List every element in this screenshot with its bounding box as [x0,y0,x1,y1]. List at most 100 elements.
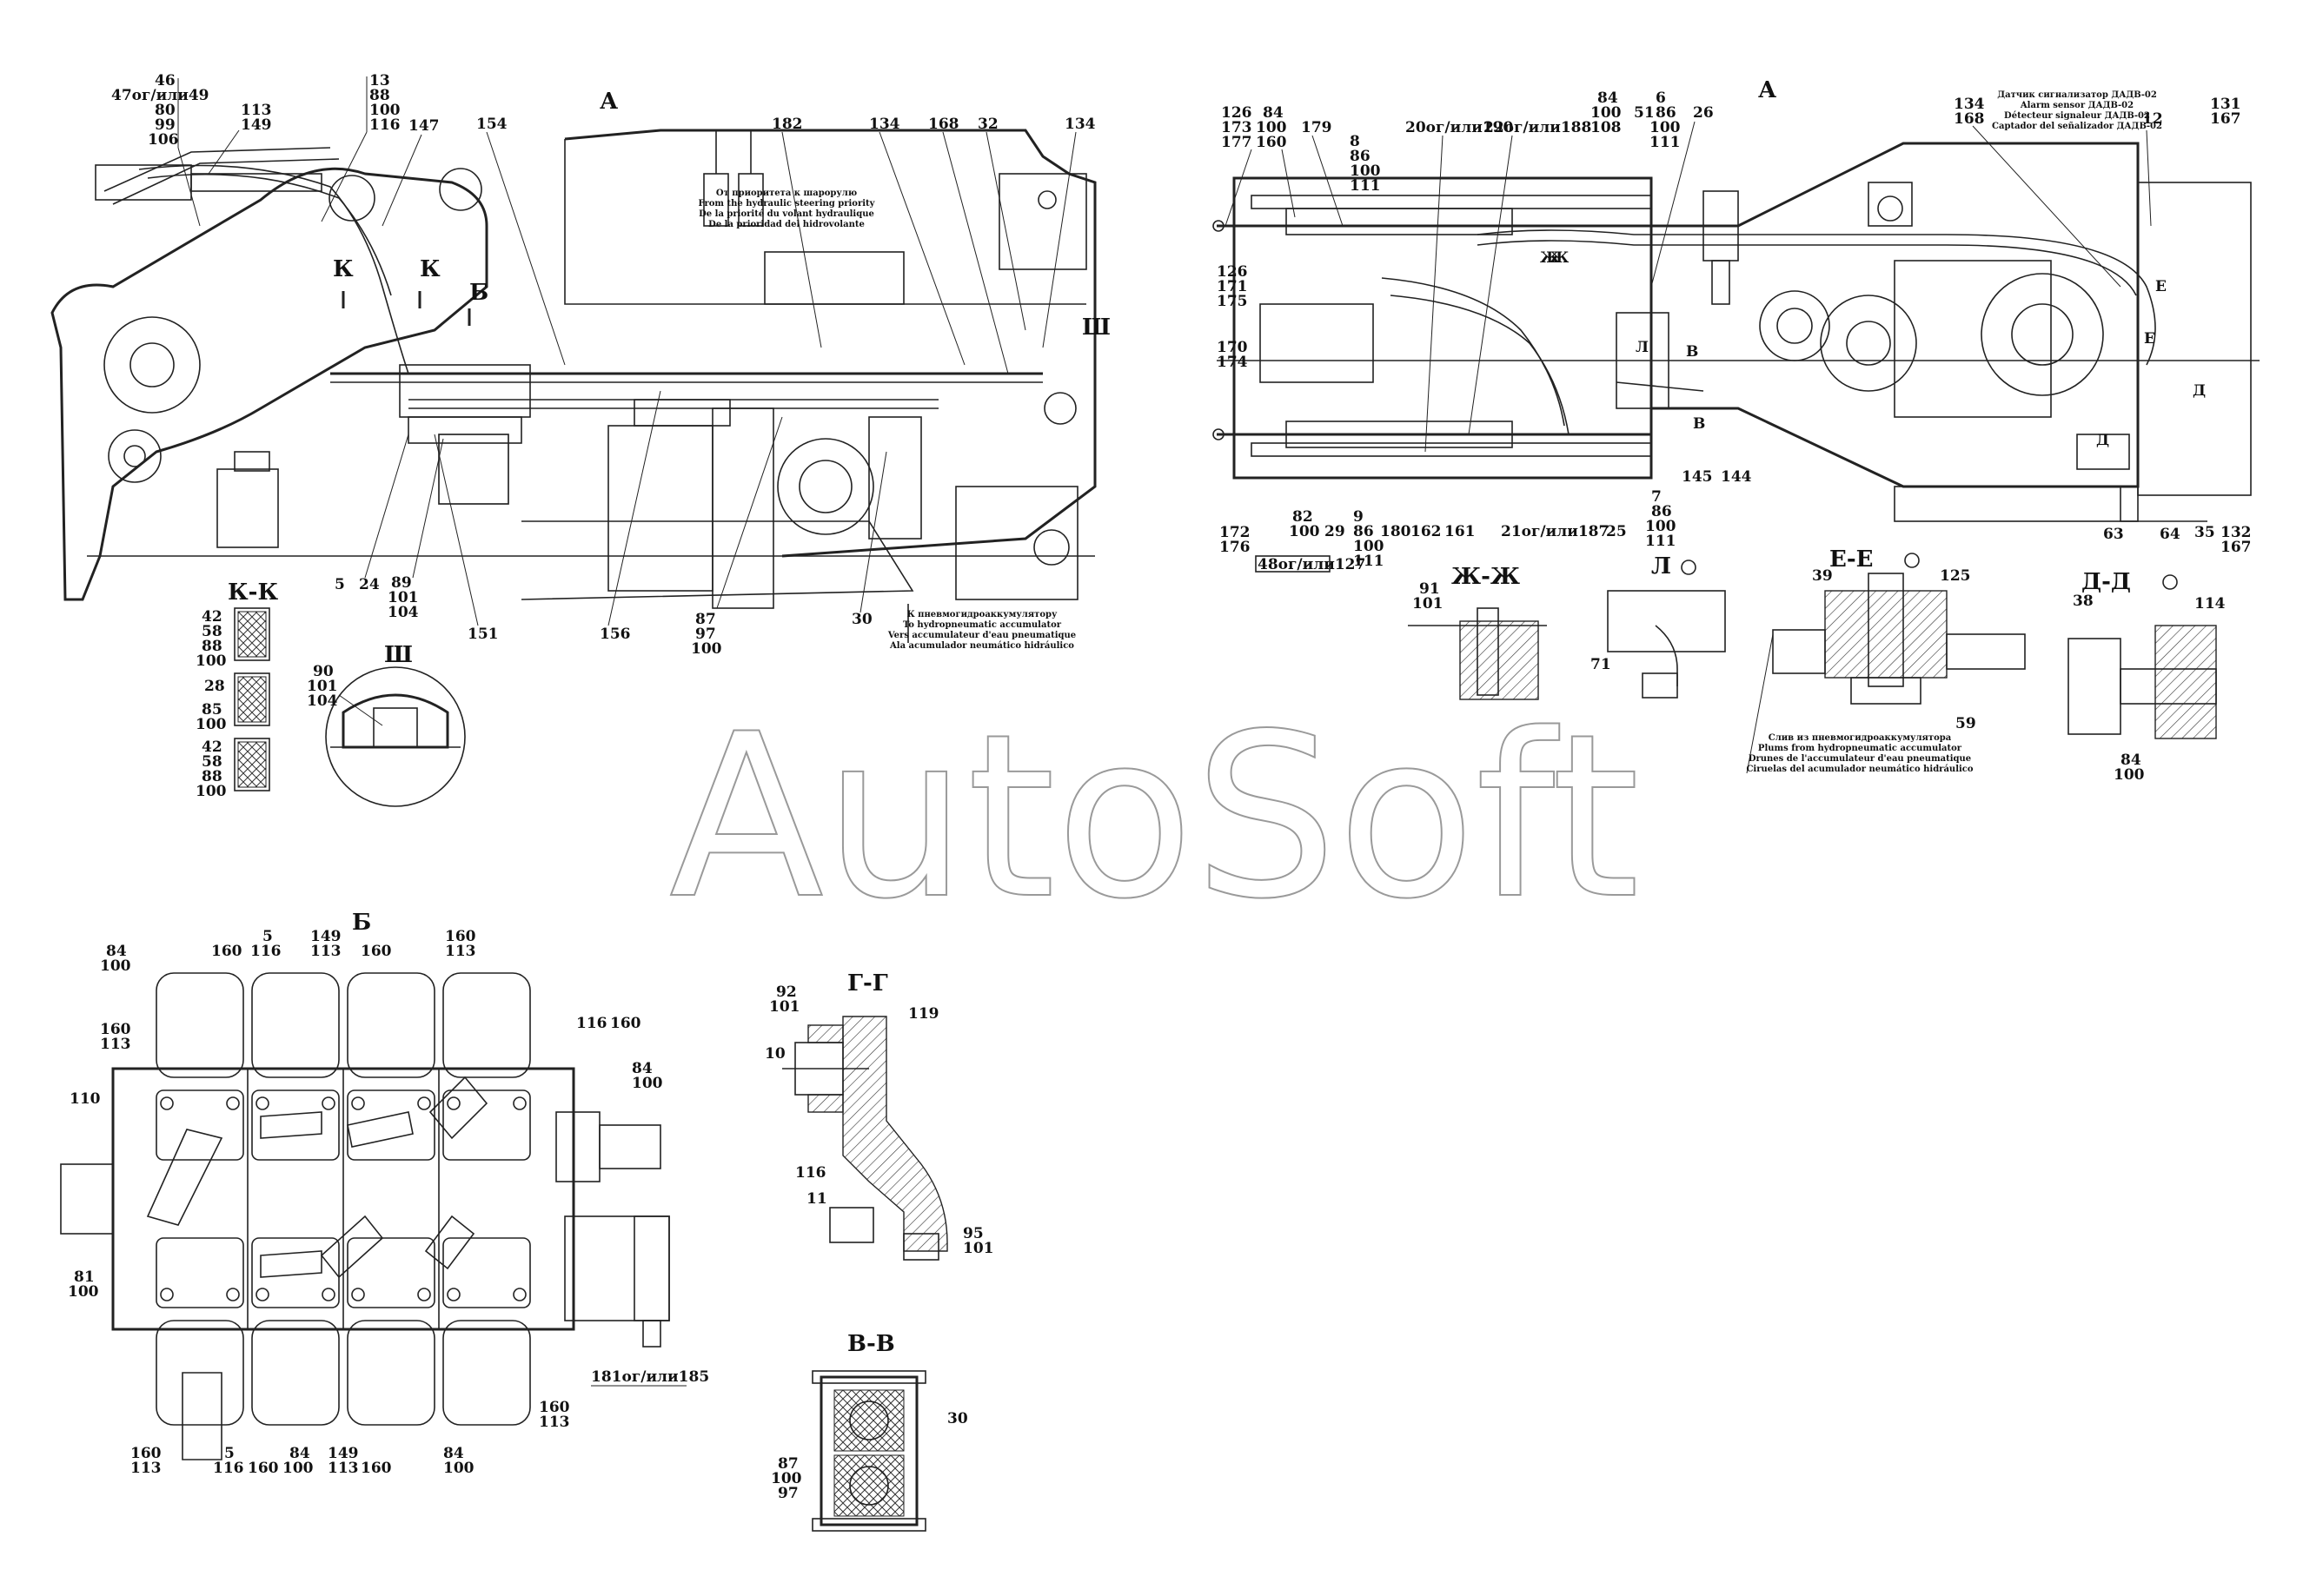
svg-text:160: 160 [100,1021,131,1038]
svg-text:160: 160 [539,1399,570,1416]
svg-text:170: 170 [1217,339,1248,356]
svg-text:132: 132 [2220,524,2252,541]
svg-text:116: 116 [369,116,401,134]
svg-text:Е: Е [2155,278,2167,295]
svg-text:134: 134 [1065,116,1096,133]
priority-note: От приоритета к шарорулю From the hydrau… [699,189,876,229]
svg-text:110: 110 [70,1090,101,1108]
detail-l: Л 71 [1590,553,1726,699]
svg-text:7: 7 [1651,488,1662,506]
svg-text:168: 168 [1954,110,1985,128]
svg-text:116: 116 [213,1460,244,1477]
svg-text:100: 100 [196,716,227,733]
svg-text:111: 111 [1649,134,1681,151]
svg-text:134: 134 [869,116,900,133]
svg-text:167: 167 [2220,539,2252,556]
svg-text:De la priorité du volant hydra: De la priorité du volant hydraulique [699,209,874,219]
svg-text:80: 80 [155,102,176,119]
svg-text:101: 101 [769,998,800,1016]
svg-text:42: 42 [202,738,222,756]
svg-text:Л: Л [1636,339,1649,356]
svg-text:180: 180 [1380,523,1411,540]
svg-text:154: 154 [476,116,508,133]
svg-text:106: 106 [148,131,179,149]
svg-text:113: 113 [241,102,272,119]
svg-text:89: 89 [391,574,412,592]
svg-text:58: 58 [202,753,222,771]
svg-text:175: 175 [1217,293,1248,310]
svg-text:Vers accumulateur d'eau pneuma: Vers accumulateur d'eau pneumatique [887,631,1076,640]
svg-text:22ог/или188: 22ог/или188 [1483,119,1591,136]
svg-text:86: 86 [1651,503,1672,520]
svg-text:Слив из пневмогидроаккумулятор: Слив из пневмогидроаккумулятора [1769,733,1952,743]
svg-text:126: 126 [1217,263,1248,281]
svg-text:174: 174 [1217,354,1248,371]
left-view-callouts: 46 47ог/или49 80 99 106 113 149 13 88 10… [111,72,1096,658]
svg-text:51: 51 [1634,104,1655,122]
svg-text:30: 30 [852,611,873,628]
svg-text:Ala acumulador neumático hidrá: Ala acumulador neumático hidráulico [889,641,1074,651]
svg-text:101: 101 [388,589,419,606]
svg-text:Détecteur signaleur ДАДВ-02: Détecteur signaleur ДАДВ-02 [2004,111,2150,121]
svg-text:10: 10 [765,1045,786,1063]
svg-text:100: 100 [632,1075,663,1092]
svg-text:182: 182 [772,116,803,133]
svg-text:Ciruelas del acumulador neumát: Ciruelas del acumulador neumático hidráu… [1746,765,1973,774]
svg-text:48ог/или127: 48ог/или127 [1258,556,1365,573]
svg-text:В: В [1686,343,1698,361]
svg-text:84: 84 [1597,89,1618,107]
svg-text:92: 92 [776,983,797,1001]
svg-text:Drunes de l'accumulateur d'eau: Drunes de l'accumulateur d'eau pneumatiq… [1749,754,1971,764]
svg-text:100: 100 [1590,104,1622,122]
svg-text:111: 111 [1645,533,1676,550]
svg-text:113: 113 [130,1460,162,1477]
svg-text:149: 149 [328,1445,359,1462]
svg-text:161: 161 [1444,523,1476,540]
svg-text:84: 84 [632,1060,653,1077]
svg-text:99: 99 [155,116,176,134]
svg-text:147: 147 [408,117,440,135]
svg-text:87: 87 [778,1455,799,1473]
svg-text:144: 144 [1721,468,1752,486]
svg-text:100: 100 [100,957,131,975]
section-zhzh: Ж-Ж 91 101 [1408,564,1547,700]
svg-text:101: 101 [1412,595,1444,613]
svg-text:91: 91 [1419,580,1440,598]
svg-text:Г-Г: Г-Г [847,970,888,997]
svg-text:To hydropneumatic accumulator: To hydropneumatic accumulator [903,620,1062,630]
svg-text:145: 145 [1682,468,1713,486]
svg-text:84: 84 [1263,104,1284,122]
svg-text:5: 5 [262,928,273,945]
svg-text:167: 167 [2210,110,2241,128]
svg-text:Plums from hydropneumatic accu: Plums from hydropneumatic accumulator [1758,744,1962,753]
svg-text:42: 42 [202,608,222,626]
svg-text:134: 134 [1954,96,1985,113]
svg-text:131: 131 [2210,96,2241,113]
svg-text:100: 100 [1353,538,1384,555]
svg-text:111: 111 [1353,553,1384,570]
svg-text:46: 46 [155,72,176,89]
svg-text:125: 125 [1940,567,1971,585]
svg-text:Д-Д: Д-Д [2081,569,2131,595]
svg-text:100: 100 [369,102,401,119]
section-vv: В-В 30 87 100 97 [771,1331,968,1532]
svg-text:162: 162 [1410,523,1442,540]
svg-text:113: 113 [310,943,342,960]
svg-text:20ог/или190: 20ог/или190 [1405,119,1513,136]
view-b-valve-block: Б [60,910,670,1460]
svg-text:32: 32 [978,116,999,133]
svg-text:160: 160 [248,1460,279,1477]
svg-text:86: 86 [1350,148,1371,165]
svg-text:From the hydraulic steering pr: From the hydraulic steering priority [699,199,876,209]
svg-text:100: 100 [1649,119,1681,136]
svg-text:160: 160 [1256,134,1287,151]
svg-text:113: 113 [445,943,476,960]
svg-text:160: 160 [211,943,242,960]
svg-text:100: 100 [196,652,227,670]
svg-text:104: 104 [307,692,338,710]
svg-text:59: 59 [1955,715,1976,732]
svg-text:Ж: Ж [1540,249,1560,267]
svg-text:21ог/или187: 21ог/или187 [1501,523,1609,540]
svg-text:84: 84 [289,1445,310,1462]
svg-text:А: А [1758,77,1776,103]
